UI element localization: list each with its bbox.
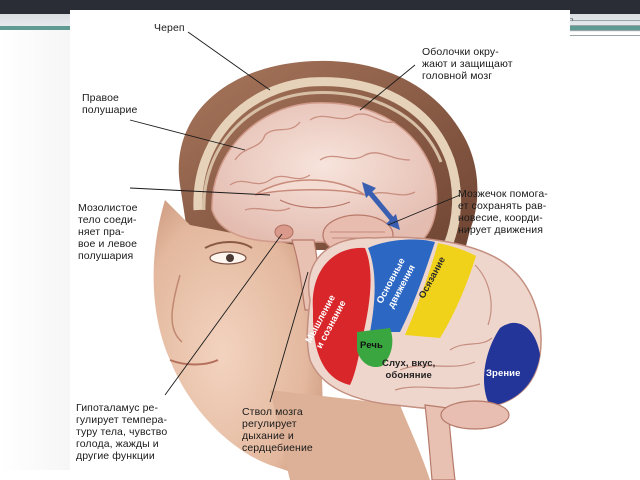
region-thinking xyxy=(312,247,371,385)
label-hypothalamus: Гипоталамус ре- гулирует темпера- туру т… xyxy=(76,402,168,462)
neck-shape xyxy=(270,390,430,480)
region-touch xyxy=(405,243,476,338)
brain-diagram: Череп Оболочки окру- жают и защищают гол… xyxy=(70,10,570,480)
region-label-senses: Слух, вкус, обоняние xyxy=(382,358,436,381)
label-skull: Череп xyxy=(154,22,185,34)
region-vision xyxy=(484,322,540,406)
label-corpus-callosum: Мозолистое тело соеди- няет пра- вое и л… xyxy=(78,202,138,262)
lateral-cerebellum xyxy=(440,400,510,430)
skull-outline xyxy=(193,77,461,247)
corpus-callosum-shape xyxy=(254,179,366,196)
region-movement xyxy=(368,239,435,332)
slide-decor-lines xyxy=(560,16,640,46)
label-right-hemisphere: Правое полушарие xyxy=(82,92,138,116)
label-cerebellum: Мозжечок помога- ет сохранять рав- новес… xyxy=(458,188,548,236)
lateral-gyri xyxy=(394,264,493,391)
label-brainstem: Ствол мозга регулирует дыхание и сердцеб… xyxy=(242,406,313,454)
brain-illustration xyxy=(129,31,542,480)
region-label-speech: Речь xyxy=(360,340,383,351)
label-meninges: Оболочки окру- жают и защищают головной … xyxy=(422,46,513,82)
hypothalamus-shape xyxy=(274,224,294,240)
region-speech xyxy=(357,328,393,368)
slide-left-margin xyxy=(0,30,70,470)
leader-lines xyxy=(129,31,461,403)
motion-arrow xyxy=(364,186,398,226)
region-label-vision: Зрение xyxy=(486,368,521,379)
